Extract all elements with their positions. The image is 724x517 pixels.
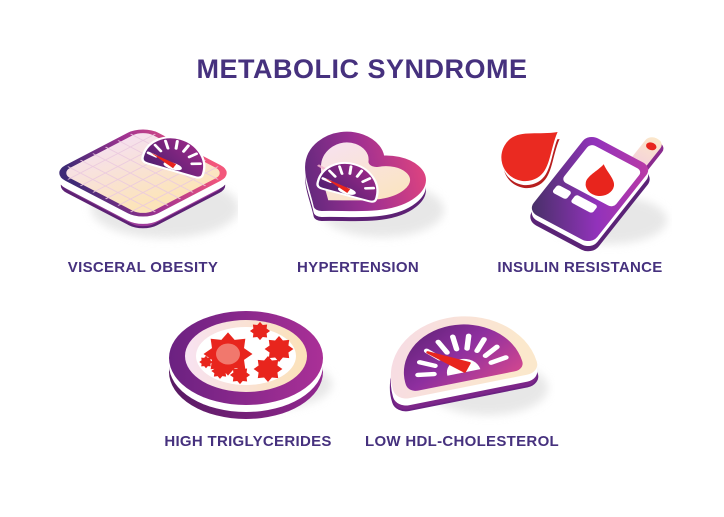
- weighing-scale-icon: [48, 116, 238, 238]
- triglyceride-molecules: [199, 321, 294, 385]
- meter-button: [552, 185, 571, 199]
- meter-button: [571, 195, 597, 213]
- label-insulin-resistance: INSULIN RESISTANCE: [497, 259, 663, 276]
- glucose-meter-icon: [491, 113, 667, 255]
- gauge-needle: [426, 351, 471, 373]
- label-hypertension: HYPERTENSION: [297, 259, 419, 276]
- label-low-hdl-cholesterol: LOW HDL-CHOLESTEROL: [364, 433, 559, 450]
- petri-dish-icon: [169, 311, 332, 419]
- speedometer-icon: [374, 303, 548, 415]
- heart-gauge-icon: [270, 116, 444, 256]
- label-high-triglycerides: HIGH TRIGLYCERIDES: [164, 433, 332, 450]
- page-title: METABOLIC SYNDROME: [196, 54, 528, 84]
- label-visceral-obesity: VISCERAL OBESITY: [67, 259, 219, 276]
